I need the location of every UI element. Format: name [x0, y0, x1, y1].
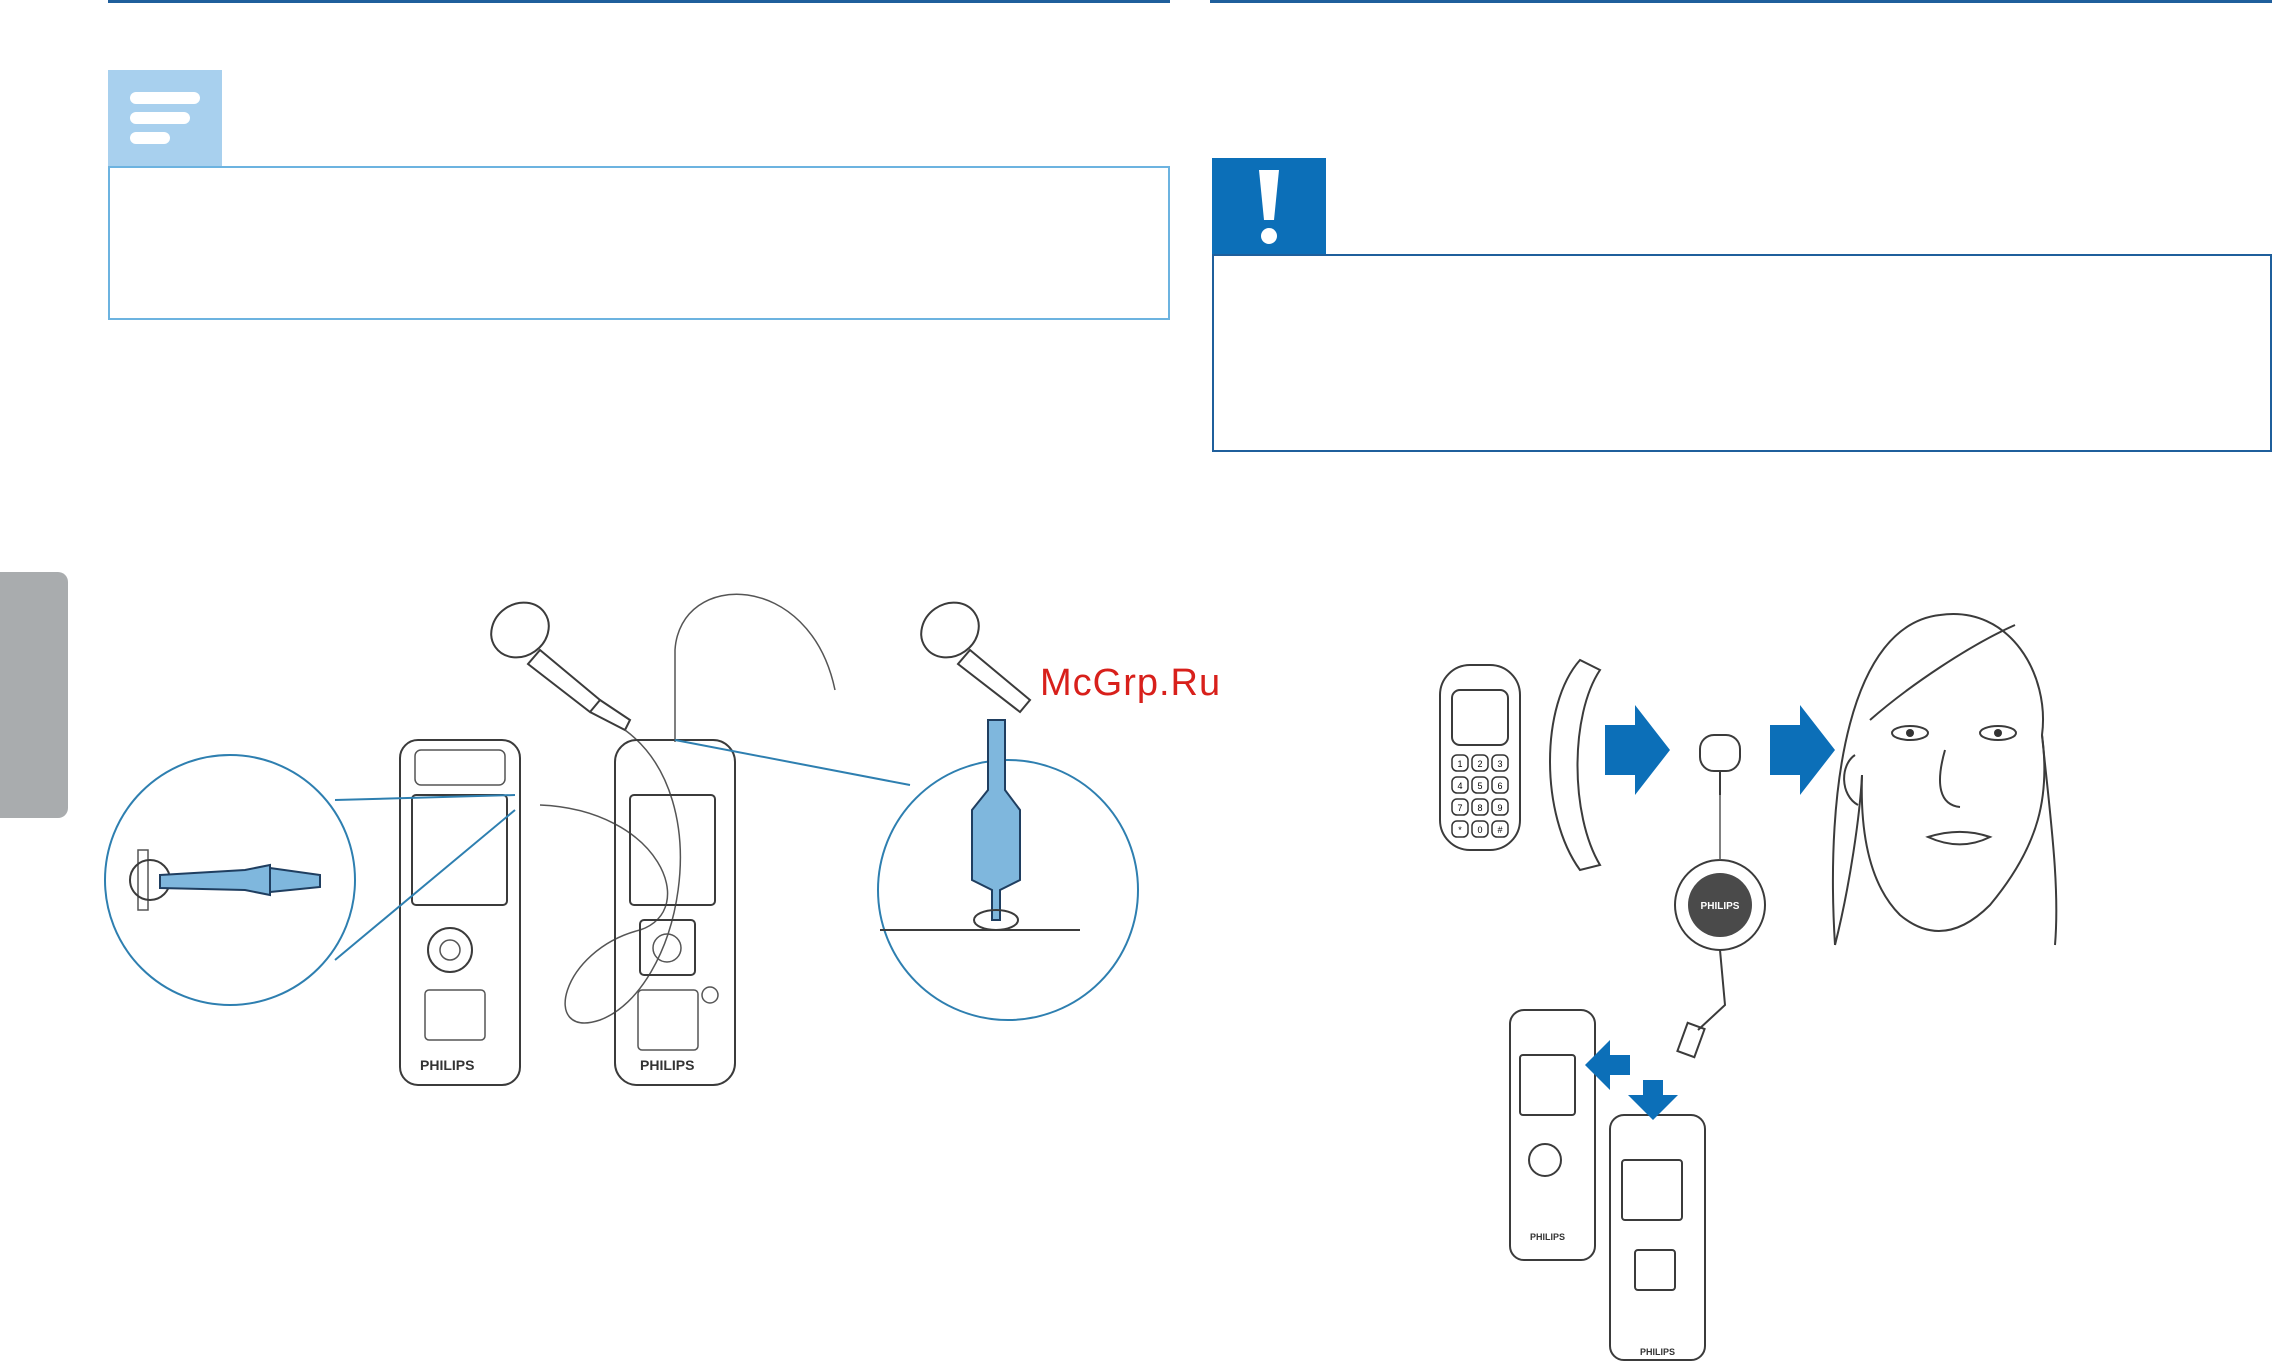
phone-key — [1471, 754, 1489, 772]
phone-key — [1451, 776, 1469, 794]
phone-key — [1451, 820, 1469, 838]
recorder-right: PHILIPS — [614, 739, 736, 1086]
phone-key — [1451, 798, 1469, 816]
phone-key-label: 0 — [1477, 825, 1482, 835]
brand-label-b: PHILIPS — [1640, 1347, 1675, 1357]
warning-box — [1212, 254, 2272, 452]
phone-key-label: 7 — [1457, 803, 1462, 813]
microphone-right-icon — [920, 601, 1032, 714]
phone-key-label: 1 — [1457, 759, 1462, 769]
phone-key — [1491, 754, 1509, 772]
arrow-right-2 — [1770, 705, 1835, 795]
watermark-text: McGrp.Ru — [1040, 662, 1222, 704]
arrow-left — [1585, 1040, 1630, 1090]
face-icon — [1831, 613, 2058, 946]
phone-key — [1491, 798, 1509, 816]
phone-key-label: # — [1497, 825, 1502, 835]
note-icon-box — [108, 70, 222, 166]
handset-icon — [1549, 658, 1602, 872]
phone-key-label: 4 — [1457, 781, 1462, 791]
brand-label-right: PHILIPS — [640, 1057, 694, 1073]
phone-key-label: 9 — [1497, 803, 1502, 813]
brand-label-left: PHILIPS — [420, 1057, 474, 1073]
microphone-left-icon — [490, 601, 632, 732]
spool-brand-label: PHILIPS — [1701, 901, 1740, 912]
arrow-right-1 — [1605, 705, 1670, 795]
mobile-phone-icon: 1 2 3 4 5 6 7 8 9 * 0 # — [1439, 664, 1521, 851]
exclamation-icon — [1259, 170, 1279, 244]
phone-key — [1491, 820, 1509, 838]
phone-key-label: 3 — [1497, 759, 1502, 769]
zoom-callout-right — [877, 759, 1139, 1021]
phone-key — [1471, 820, 1489, 838]
top-rule-right — [1210, 0, 2272, 3]
cable-right — [674, 593, 836, 742]
phone-key — [1471, 776, 1489, 794]
phone-key — [1491, 776, 1509, 794]
top-rule-left — [108, 0, 1170, 3]
chapter-side-tab — [0, 572, 68, 818]
arrow-down — [1628, 1080, 1678, 1120]
recorder-small-b: PHILIPS — [1609, 1114, 1706, 1361]
cable-left — [539, 729, 682, 1024]
phone-key — [1451, 754, 1469, 772]
phone-key-label: 8 — [1477, 803, 1482, 813]
warning-icon-box — [1212, 158, 1326, 254]
earpiece-icon: PHILIPS — [1674, 734, 1766, 1059]
left-illustration: PHILIPS PHILIPS — [104, 593, 1139, 1086]
phone-key-label: 2 — [1477, 759, 1482, 769]
phone-key-label: 6 — [1497, 781, 1502, 791]
phone-key — [1471, 798, 1489, 816]
zoom-callout-left — [104, 754, 356, 1006]
recorder-left: PHILIPS — [399, 739, 521, 1086]
note-box — [108, 166, 1170, 320]
phone-key-label: 5 — [1477, 781, 1482, 791]
note-lines-icon — [130, 92, 200, 144]
recorder-small-a: PHILIPS — [1509, 1009, 1596, 1261]
brand-label-a: PHILIPS — [1530, 1232, 1565, 1242]
right-illustration: 1 2 3 4 5 6 7 8 9 * 0 # PHILIPS PHILIPS — [1439, 613, 2058, 1361]
phone-key-label: * — [1458, 825, 1462, 835]
